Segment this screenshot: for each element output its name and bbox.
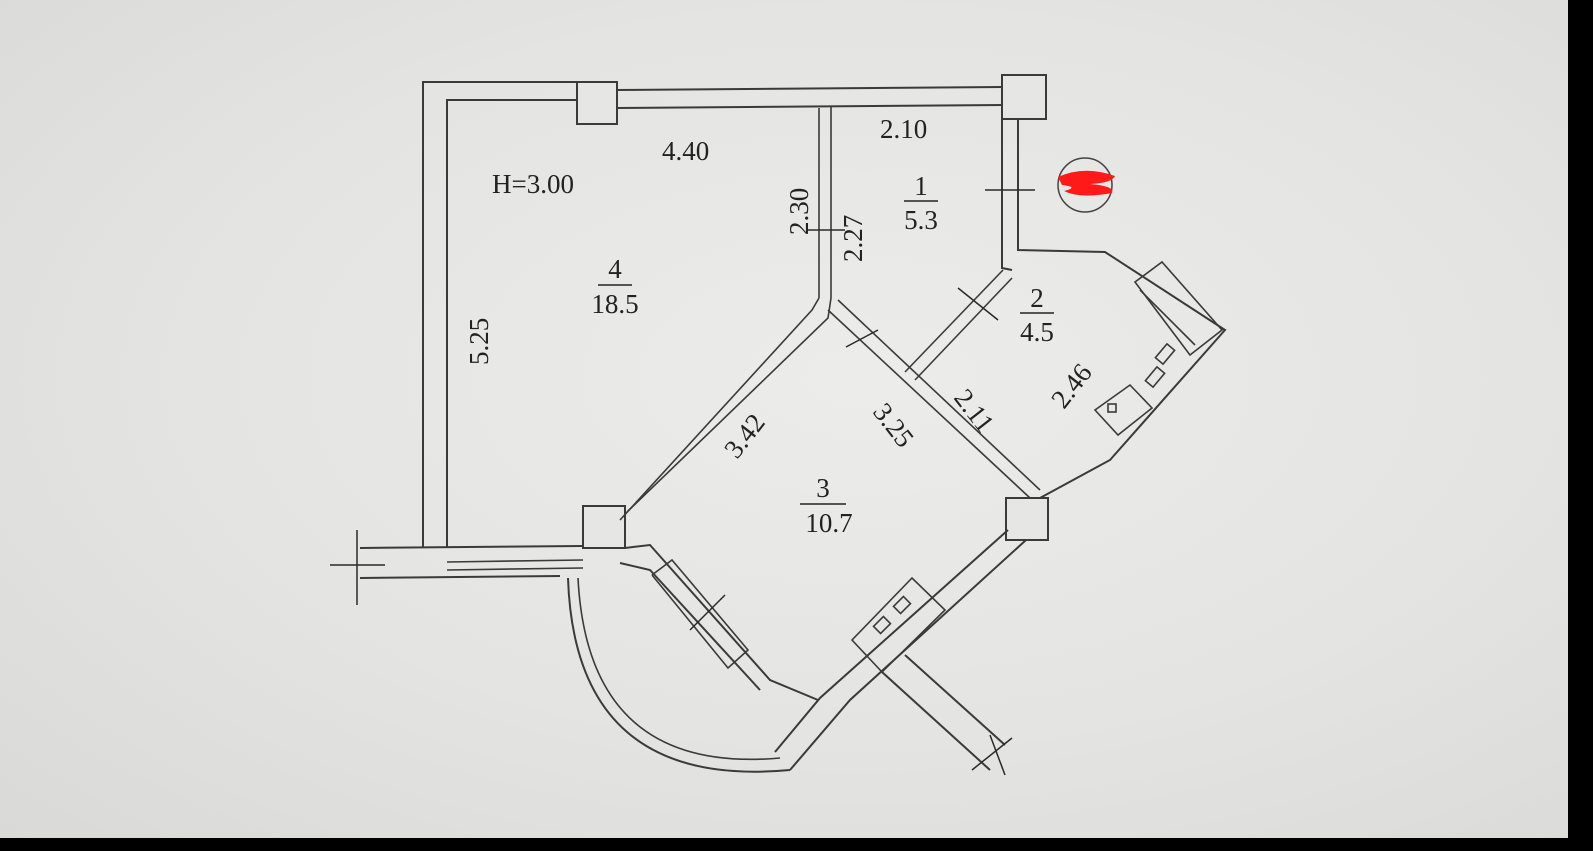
room-4-area: 18.5	[591, 289, 638, 319]
room-2-area: 4.5	[1020, 317, 1054, 347]
column-top-left	[576, 81, 618, 125]
floor-plan-drawing: H=3.00 4.40 2.10 5.25 2.30 2.27 3.42 3.2…	[330, 74, 1227, 776]
kitchen-outer-wall	[619, 529, 1027, 771]
room3-walls	[619, 269, 1041, 521]
bath-fixtures	[1093, 260, 1224, 437]
room1-right-wall	[1001, 119, 1227, 499]
room-3-number: 3	[816, 473, 830, 503]
dim-room1-width: 2.10	[880, 114, 927, 144]
dim-room3-right: 3.25	[867, 397, 920, 453]
room-1-area: 5.3	[904, 205, 938, 235]
room-4-number: 4	[608, 254, 622, 284]
dim-partition-right: 2.27	[838, 215, 868, 262]
balcony-arc-outer	[567, 577, 791, 773]
window-left-diagonal	[651, 558, 750, 670]
room-2-number: 2	[1030, 283, 1044, 313]
redaction-circle	[1057, 157, 1113, 213]
redaction-mark	[1058, 170, 1115, 196]
ceiling-height-label: H=3.00	[492, 169, 574, 199]
column-top-right	[1001, 74, 1047, 120]
room-2-label: 2 4.5	[1020, 283, 1054, 347]
room-1-number: 1	[914, 171, 928, 201]
dim-room4-width: 4.40	[662, 136, 709, 166]
dim-partition-left: 2.30	[784, 188, 814, 235]
room-1-label: 1 5.3	[904, 171, 938, 235]
window-lower-right	[881, 654, 1013, 776]
room-3-label: 3 10.7	[800, 473, 853, 538]
door-markers	[806, 189, 1035, 348]
dim-room2-right: 2.46	[1045, 358, 1098, 414]
room-3-area: 10.7	[805, 508, 852, 538]
stove-fixture	[850, 576, 947, 674]
partition-4-1	[818, 106, 832, 298]
plan-sheet: H=3.00 4.40 2.10 5.25 2.30 2.27 3.42 3.2…	[0, 0, 1568, 838]
room-4-label: 4 18.5	[591, 254, 638, 319]
column-middle-left	[582, 505, 626, 549]
dim-room4-height: 5.25	[464, 318, 494, 365]
column-middle-right	[1005, 497, 1049, 541]
balcony-window	[330, 530, 584, 605]
top-wall	[422, 81, 1004, 548]
balcony-arc-inner	[577, 577, 781, 761]
